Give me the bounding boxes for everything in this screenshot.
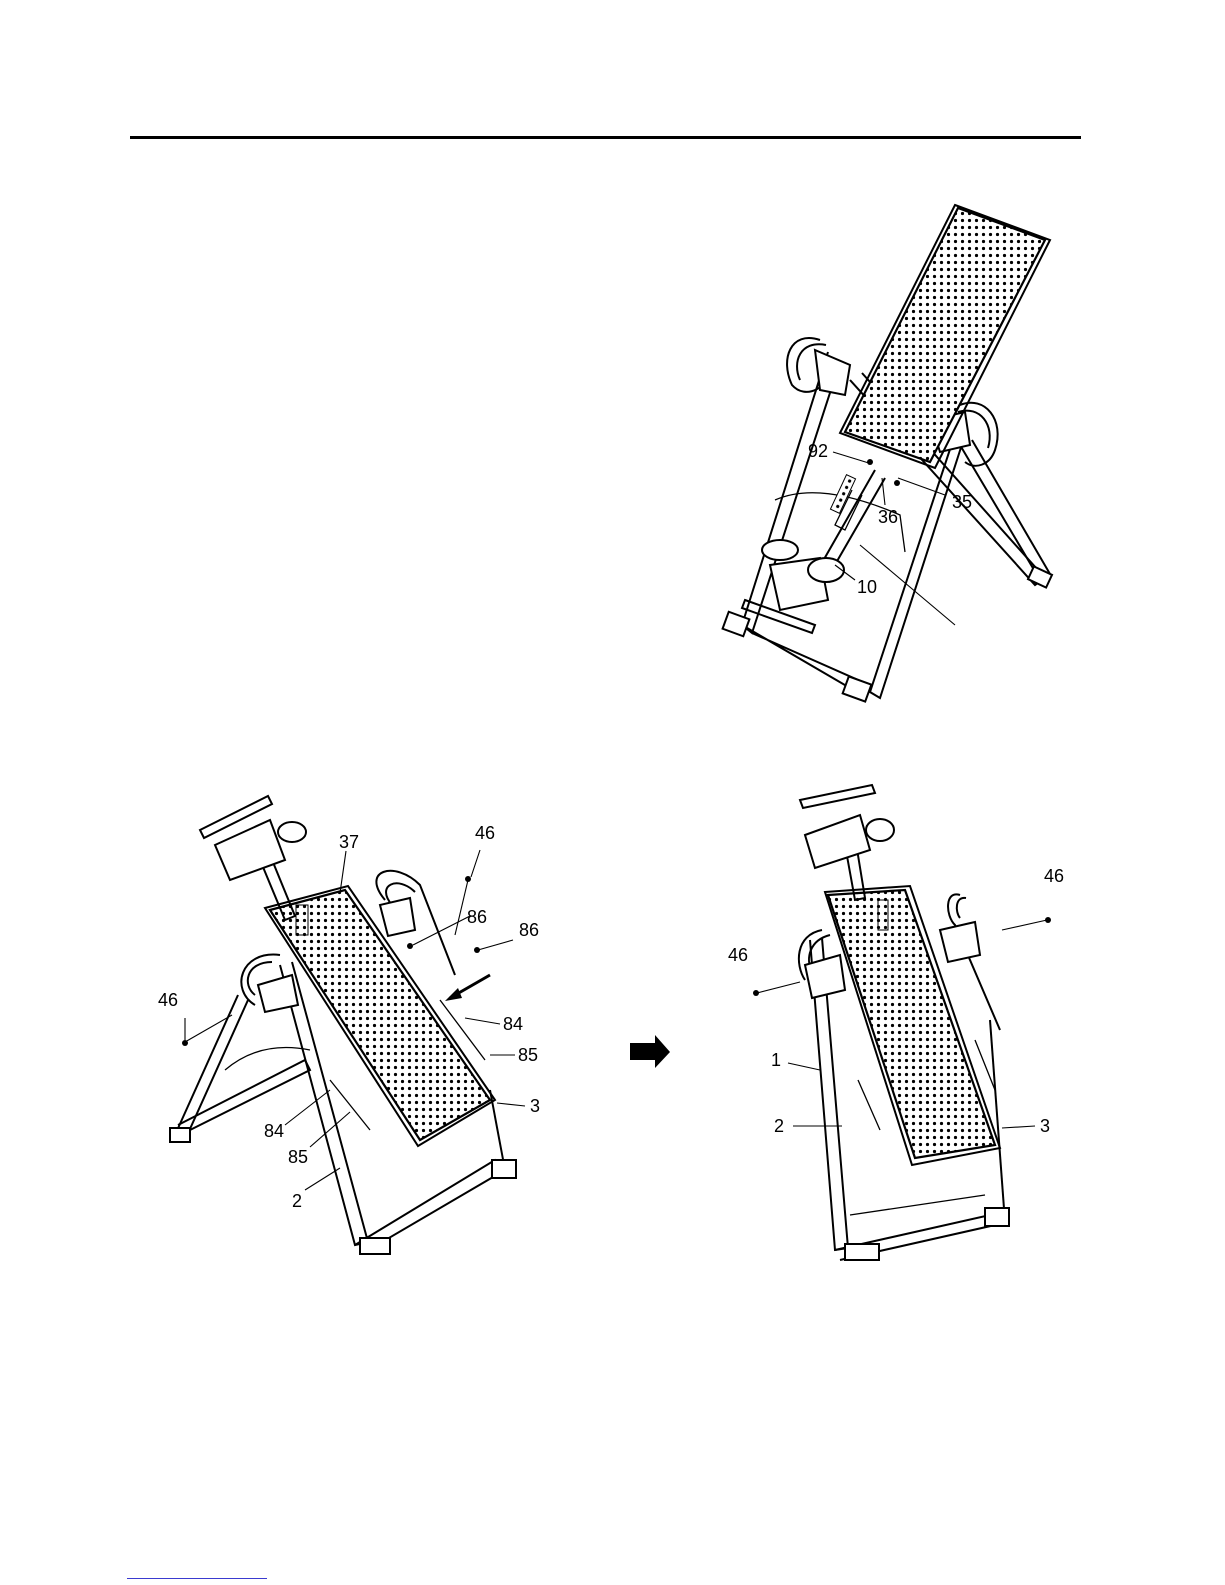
callout-86-right: 86 [519, 921, 539, 939]
callout-86-upper: 86 [467, 908, 487, 926]
callout-2-left: 2 [292, 1192, 302, 1210]
callout-10: 10 [857, 578, 877, 596]
callout-85-right: 85 [518, 1046, 538, 1064]
callout-35: 35 [952, 493, 972, 511]
figure-left-inversion-table [170, 796, 525, 1254]
callout-3-right: 3 [1040, 1117, 1050, 1135]
callout-46-right-top: 46 [1044, 867, 1064, 885]
callout-84-left: 84 [264, 1122, 284, 1140]
callout-92: 92 [808, 442, 828, 460]
callout-84-right: 84 [503, 1015, 523, 1033]
callout-46-right-left: 46 [728, 946, 748, 964]
callout-85-left: 85 [288, 1148, 308, 1166]
callout-37: 37 [339, 833, 359, 851]
figure-top-inversion-table [723, 205, 1052, 702]
callout-3-left: 3 [530, 1097, 540, 1115]
callout-46-top: 46 [475, 824, 495, 842]
right-arrow-icon [630, 1035, 670, 1068]
figure-right-inversion-table [753, 785, 1051, 1260]
callout-36: 36 [878, 508, 898, 526]
callout-2-right: 2 [774, 1117, 784, 1135]
callout-46-left: 46 [158, 991, 178, 1009]
callout-1: 1 [771, 1051, 781, 1069]
